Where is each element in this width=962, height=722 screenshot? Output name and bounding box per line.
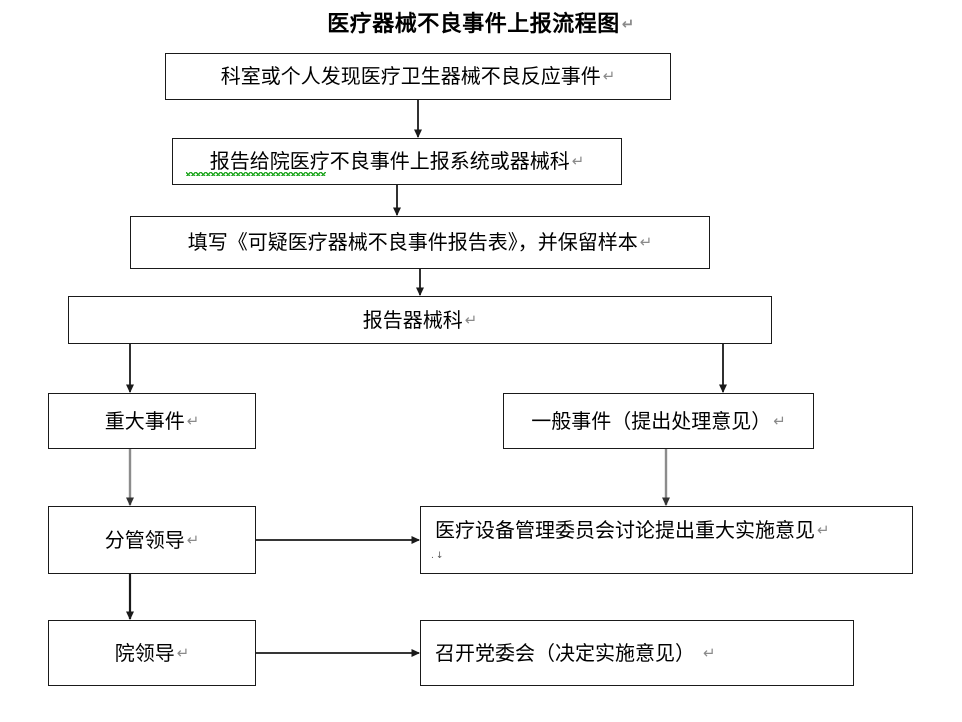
paragraph-mark-icon: ↵ [464,310,478,329]
flow-node-label: 报告器械科↵ [362,307,478,332]
paragraph-mark-icon: ↵ [703,643,716,662]
page-title-text: 医疗器械不良事件上报流程图 [327,12,620,37]
flow-node-label: 科室或个人发现医疗卫生器械不良反应事件↵ [220,64,616,88]
paragraph-mark-icon: ↵ [186,530,200,549]
paragraph-mark-icon: ↵ [817,521,830,539]
paragraph-mark-icon: ↵ [621,15,635,33]
flow-node-hospital-leader[interactable]: 院领导↵ [48,620,256,686]
flow-node-report-to-system[interactable]: 报告给院医疗不良事件上报系统或器械科↵ [172,138,622,185]
flow-node-report-equipment-dept[interactable]: 报告器械科↵ [68,296,772,344]
flow-node-report-discovery[interactable]: 科室或个人发现医疗卫生器械不良反应事件↵ [165,53,671,100]
flow-node-fill-report-form[interactable]: 填写《可疑医疗器械不良事件报告表》，并保留样本↵ [130,216,710,269]
flow-node-label: 报告给院医疗不良事件上报系统或器械科↵ [209,149,585,173]
spellcheck-underline [186,172,326,176]
flow-node-responsible-leader[interactable]: 分管领导↵ [48,506,256,574]
flow-node-general-event[interactable]: 一般事件（提出处理意见）↵ [503,393,814,449]
flow-node-equipment-committee[interactable]: 医疗设备管理委员会讨论提出重大实施意见↵ [420,506,913,574]
page-title: 医疗器械不良事件上报流程图↵ [0,6,962,38]
paragraph-mark-icon: ↵ [773,411,786,430]
flow-node-label: 分管领导↵ [104,527,200,552]
flow-node-label: 院领导↵ [114,640,190,665]
flow-node-label: 一般事件（提出处理意见）↵ [531,408,786,433]
flow-node-label: 医疗设备管理委员会讨论提出重大实施意见↵ [435,518,830,542]
flow-node-label: 填写《可疑医疗器械不良事件报告表》，并保留样本↵ [187,230,653,254]
paragraph-mark-icon: ↵ [571,152,585,170]
flow-node-major-event[interactable]: 重大事件↵ [48,393,256,449]
paragraph-mark-icon: ↵ [176,643,190,662]
flow-node-party-committee-meeting[interactable]: 召开党委会（决定实施意见）↵ [420,620,854,686]
flow-node-label: 重大事件↵ [104,408,200,433]
stray-glyph-artifact: .↓ [431,551,446,561]
paragraph-mark-icon: ↵ [186,411,200,430]
paragraph-mark-icon: ↵ [602,67,616,85]
flow-node-label: 召开党委会（决定实施意见）↵ [435,640,716,665]
paragraph-mark-icon: ↵ [639,233,653,251]
